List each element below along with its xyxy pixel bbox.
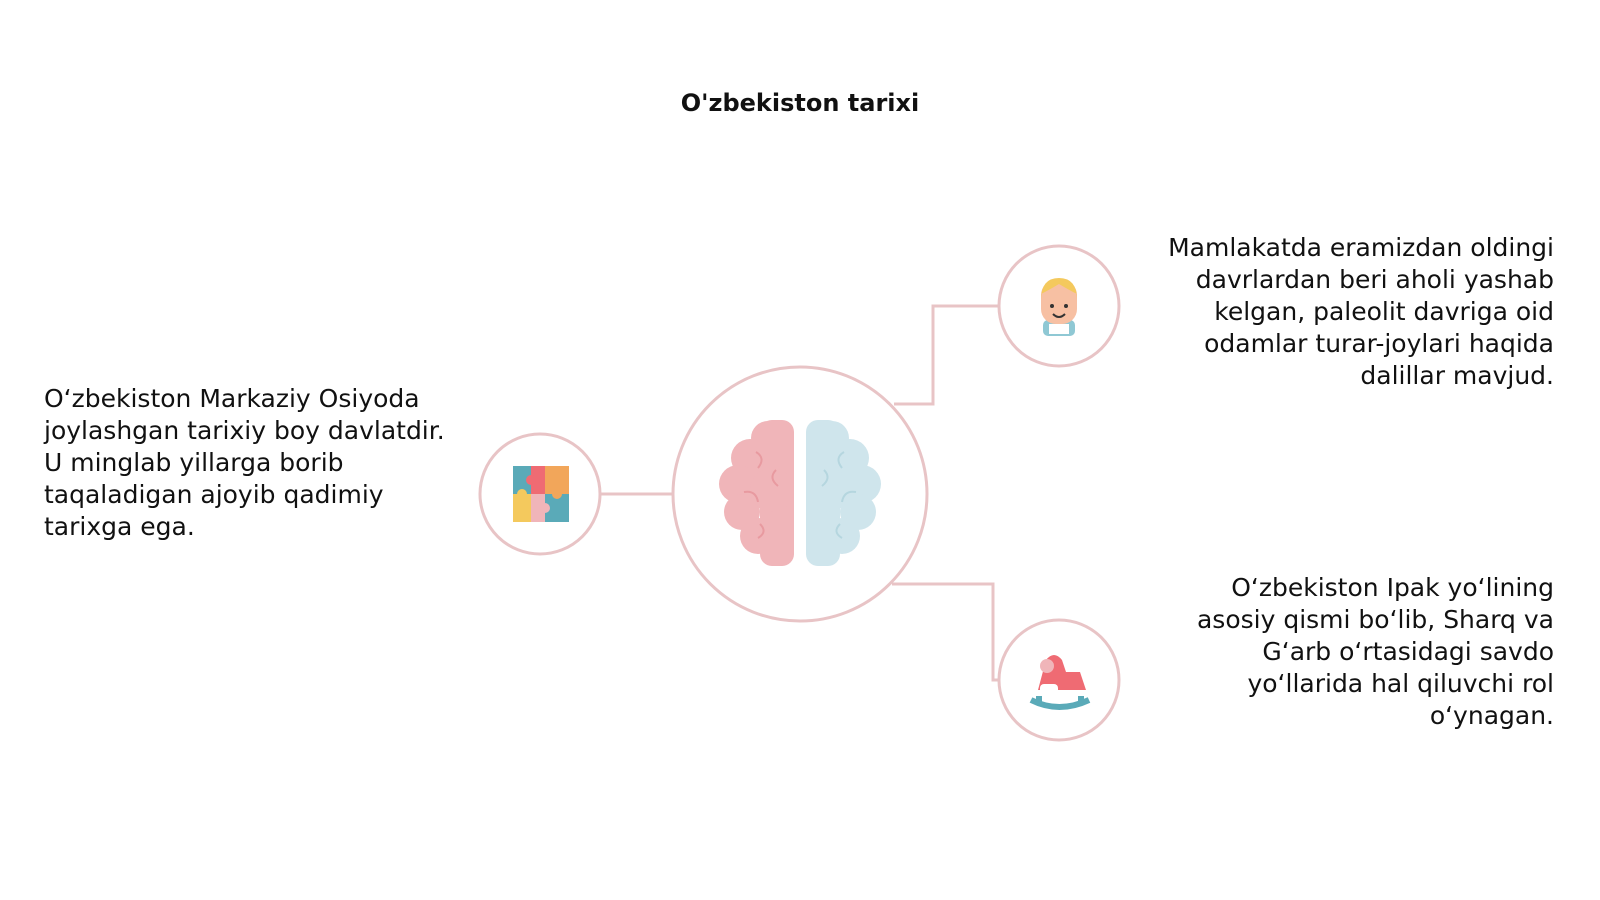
- node-text-top-right: Mamlakatda eramizdan oldingi davrlardan …: [1168, 233, 1554, 390]
- child-face-icon: [1041, 278, 1077, 336]
- brain-icon: [719, 418, 881, 568]
- connector-bottom-right: [892, 582, 998, 682]
- connector-top-right: [894, 304, 998, 406]
- node-left: [478, 432, 602, 556]
- rocking-horse-icon: [1029, 655, 1091, 710]
- puzzle-icon: [513, 466, 569, 522]
- node-text-left: O‘zbekiston Markaziy Osiyoda joylashgan …: [44, 384, 445, 541]
- node-text-bottom-right: O‘zbekiston Ipak yo‘lining asosiy qismi …: [1196, 573, 1554, 730]
- node-top-right: [997, 244, 1121, 368]
- node-bottom-right: [997, 618, 1121, 742]
- slide-title: O'zbekiston tarixi: [680, 89, 920, 117]
- center-node: [671, 365, 929, 623]
